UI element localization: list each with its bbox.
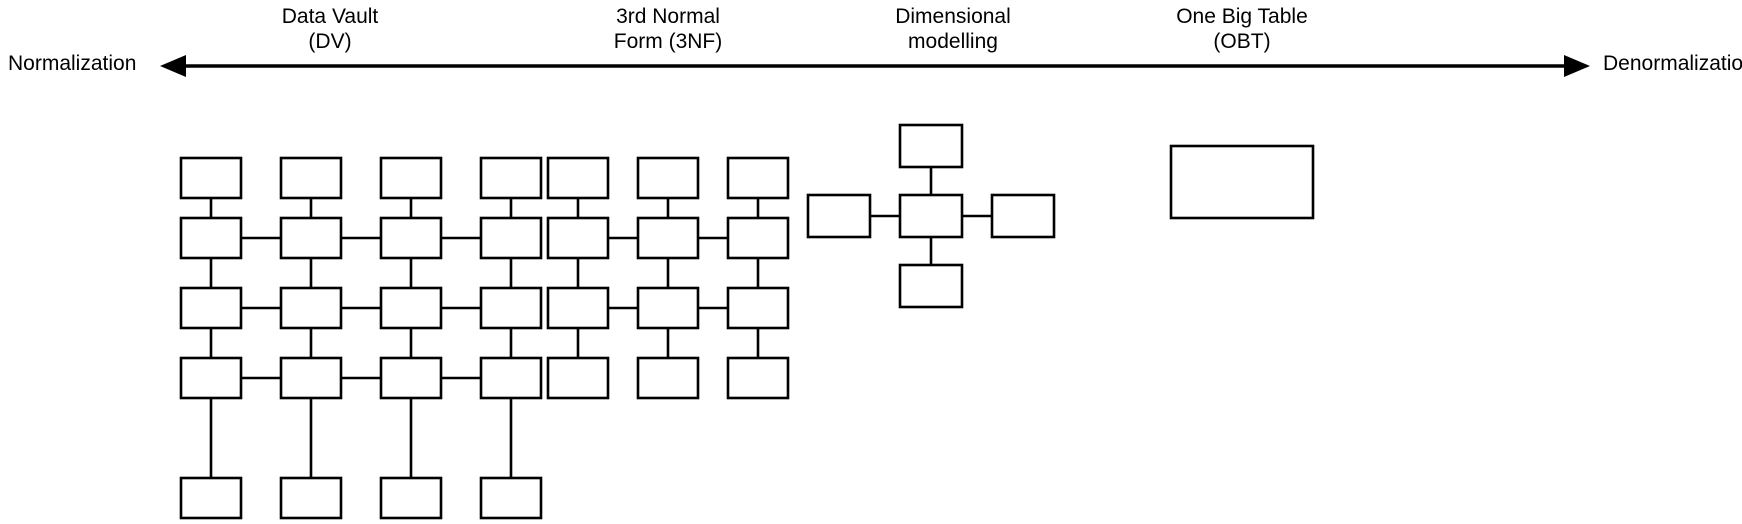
table-node: [179, 156, 243, 200]
table-node: [179, 216, 243, 260]
stage-label-one-big-table: One Big Table (OBT): [1176, 5, 1308, 53]
table-node: [479, 156, 543, 200]
table-node: [279, 356, 343, 400]
double-headed-arrow-icon: [160, 55, 1590, 77]
table-node: [179, 476, 243, 520]
table-node: [379, 476, 443, 520]
table-node: [479, 216, 543, 260]
table-node: [546, 156, 610, 200]
table-node: [546, 216, 610, 260]
dimension-node-top: [898, 123, 964, 169]
stage-label-dimensional-modelling: Dimensional modelling: [895, 5, 1011, 53]
table-node: [279, 476, 343, 520]
model-data-vault: [179, 156, 543, 520]
table-node: [636, 216, 700, 260]
one-big-table-node: [1169, 144, 1315, 220]
fact-node-center: [898, 193, 964, 239]
axis-label-denormalization: Denormalization: [1603, 52, 1742, 75]
table-node: [379, 356, 443, 400]
table-node: [279, 216, 343, 260]
table-node: [279, 286, 343, 330]
dimension-node-right: [990, 193, 1056, 239]
table-node: [636, 356, 700, 400]
table-node: [479, 286, 543, 330]
table-node: [479, 476, 543, 520]
axis-label-normalization: Normalization: [8, 52, 137, 75]
table-node: [379, 286, 443, 330]
model-one-big-table: [1169, 144, 1315, 220]
dimension-node-bottom: [898, 263, 964, 309]
table-node: [726, 216, 790, 260]
table-node: [479, 356, 543, 400]
dimension-node-left: [806, 193, 872, 239]
table-node: [726, 286, 790, 330]
table-node: [636, 286, 700, 330]
table-node: [636, 156, 700, 200]
table-node: [546, 356, 610, 400]
stage-label-data-vault: Data Vault (DV): [281, 5, 379, 53]
table-node: [179, 286, 243, 330]
table-node: [279, 156, 343, 200]
table-node: [379, 216, 443, 260]
table-node: [726, 156, 790, 200]
table-node: [379, 156, 443, 200]
table-node: [179, 356, 243, 400]
table-node: [726, 356, 790, 400]
table-node: [546, 286, 610, 330]
model-third-normal-form: [546, 156, 790, 400]
model-dimensional-modelling: [806, 123, 1056, 309]
stage-label-third-normal-form: 3rd Normal Form (3NF): [613, 5, 723, 53]
